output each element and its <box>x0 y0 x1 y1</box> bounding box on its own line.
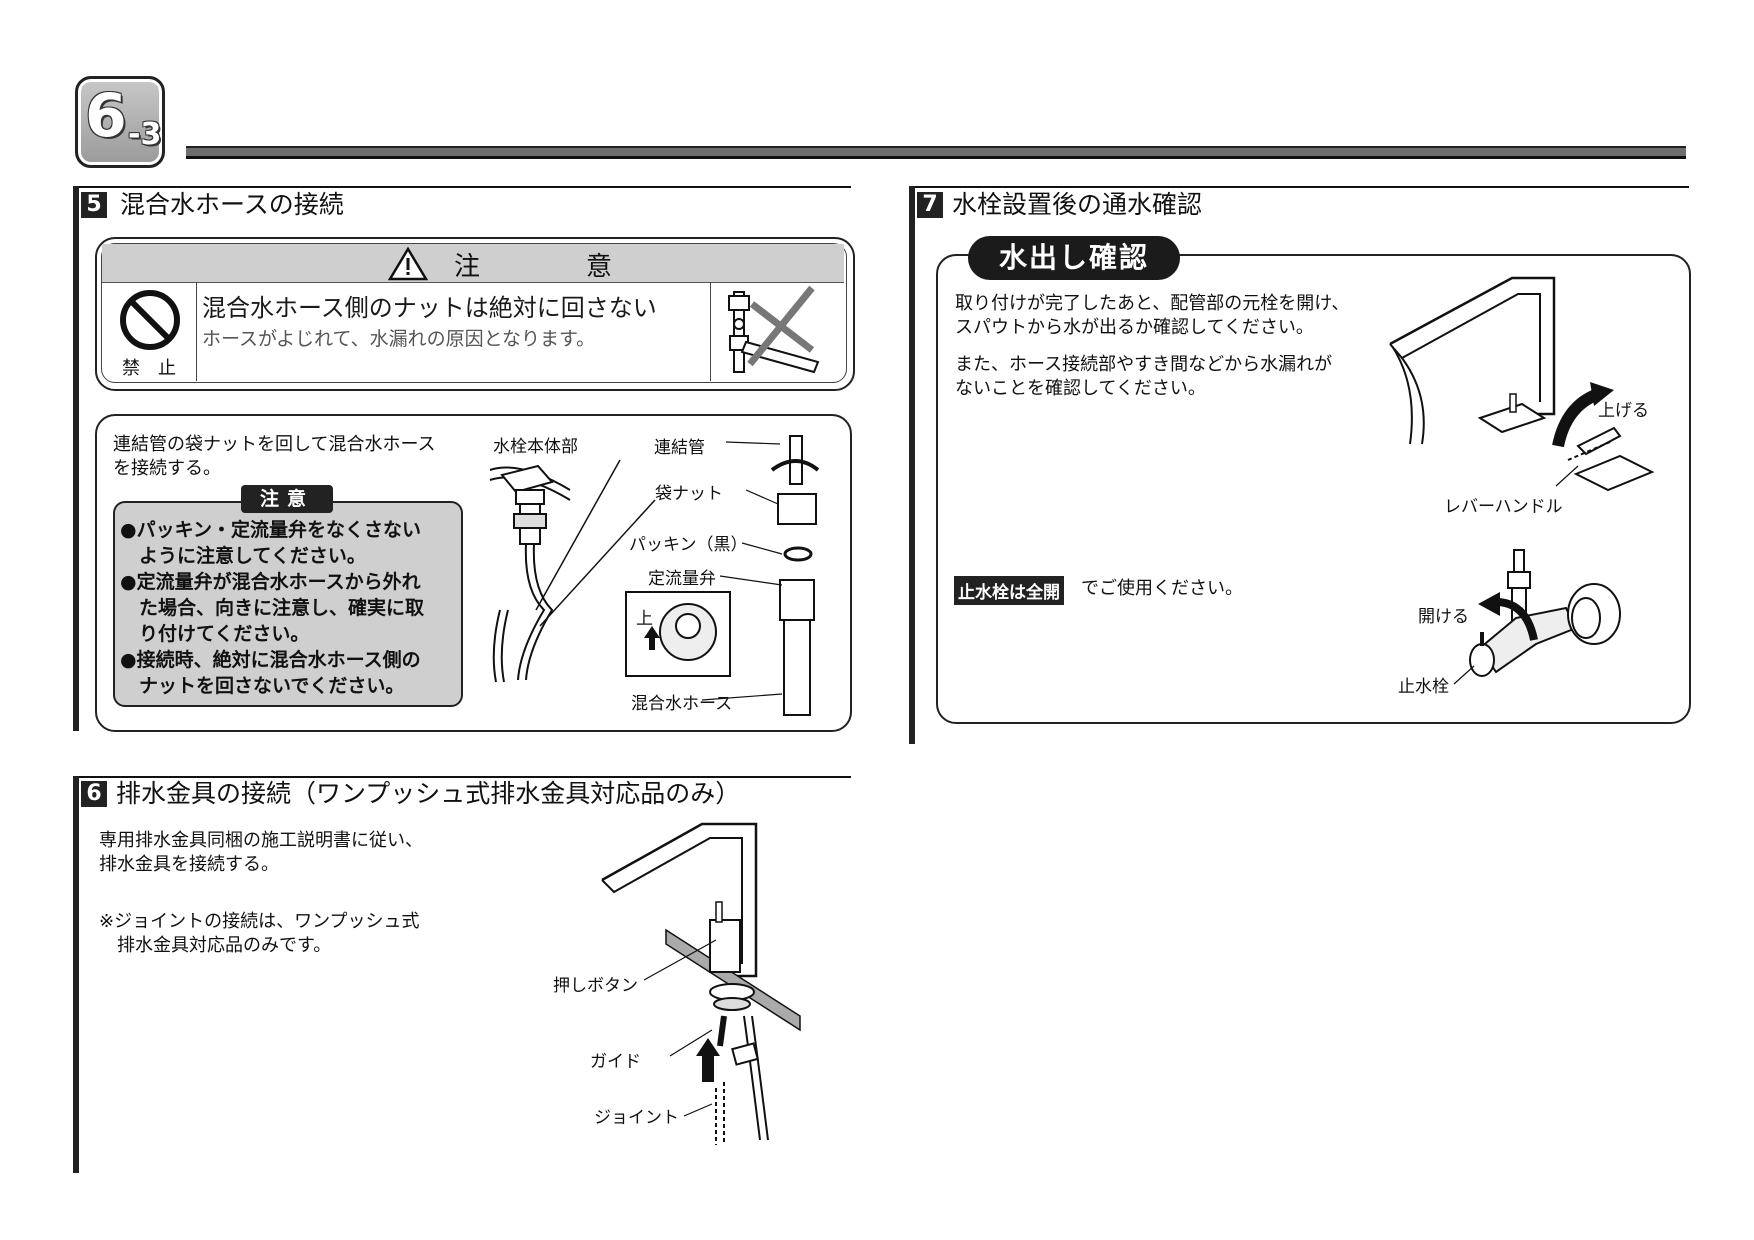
section7-text2-line1: また、ホース接続部やすき間などから水漏れが <box>955 354 1333 375</box>
caution-divider-left <box>196 282 197 381</box>
note-3-line-2: ナットを回さないでください。 <box>120 675 405 697</box>
caution-main-text: 混合水ホース側のナットは絶対に回さない <box>202 294 657 322</box>
note-1-line-2: ように注意してください。 <box>120 545 366 567</box>
note-1-line-1: ●パッキン・定流量弁をなくさない <box>120 519 422 541</box>
page-subnumber: -3 <box>128 117 162 152</box>
page-number: 6 <box>85 81 127 151</box>
section5-title: 混合水ホースの接続 <box>120 190 344 219</box>
note-box <box>113 501 463 707</box>
label-push-button: 押しボタン <box>553 976 638 996</box>
prohibit-label: 禁 止 <box>122 358 176 379</box>
wrench-prohibited-illustration <box>728 285 820 374</box>
label-faucet-body: 水栓本体部 <box>493 437 578 457</box>
label-packing: パッキン（黒） <box>629 535 748 555</box>
prohibited-icon <box>120 290 180 350</box>
caution-sub-text: ホースがよじれて、水漏れの原因となります。 <box>202 328 596 350</box>
stop-valve-text: でご使用ください。 <box>1081 578 1243 599</box>
label-guide: ガイド <box>590 1052 641 1072</box>
section5-rule <box>75 186 851 190</box>
label-lever-handle: レバーハンドル <box>1444 497 1563 517</box>
section5-number: 5 <box>81 192 107 218</box>
section7-text1-line2: スパウトから水が出るか確認してください。 <box>955 317 1314 338</box>
hose-connection-illustration <box>489 435 820 716</box>
section6-note-1: ※ジョイントの接続は、ワンプッシュ式 <box>99 911 420 932</box>
drain-fitting-illustration <box>601 822 801 1145</box>
label-open: 開ける <box>1418 607 1469 627</box>
label-stop-valve: 止水栓 <box>1398 677 1449 697</box>
lever-faucet-illustration <box>1389 276 1655 492</box>
caution-divider-right <box>710 282 711 381</box>
label-connecting-pipe: 連結管 <box>654 438 705 458</box>
label-joint: ジョイント <box>594 1108 679 1128</box>
note-3-line-1: ●接続時、絶対に混合水ホース側の <box>120 649 421 671</box>
section6-title: 排水金具の接続（ワンプッシュ式排水金具対応品のみ） <box>116 779 741 808</box>
note-2-line-3: り付けてください。 <box>120 623 310 645</box>
section6-number: 6 <box>81 781 107 807</box>
section7-sidebar <box>909 186 915 744</box>
section7-rule <box>911 186 1689 190</box>
section6-note-2: 排水金具対応品のみです。 <box>99 935 332 956</box>
label-cap-nut: 袋ナット <box>655 484 723 504</box>
note-2-line-2: た場合、向きに注意し、確実に取 <box>120 597 425 619</box>
note-title: 注意 <box>241 485 333 513</box>
section7-title: 水栓設置後の通水確認 <box>952 190 1203 219</box>
stop-valve-illustration <box>1453 549 1621 685</box>
note-2-line-1: ●定流量弁が混合水ホースから外れ <box>120 571 421 593</box>
caution-box <box>95 237 855 391</box>
stop-valve-open-tag: 止水栓は全開 <box>954 576 1064 605</box>
caution-header-text: 注 意 <box>454 252 653 282</box>
caution-box-inner <box>101 243 847 383</box>
label-up: 上 <box>636 609 653 629</box>
instruction-line-2: を接続する。 <box>113 458 221 479</box>
connection-panel <box>95 414 852 732</box>
section5-sidebar <box>73 186 79 731</box>
page-number-badge: 6 -3 <box>75 76 165 168</box>
section6-rule <box>75 776 851 780</box>
section6-text-2: 排水金具を接続する。 <box>99 854 279 875</box>
label-hose: 混合水ホース <box>631 694 733 714</box>
section6-sidebar <box>73 776 79 1173</box>
water-check-pill: 水出し確認 <box>968 236 1180 280</box>
section7-number: 7 <box>917 192 943 218</box>
section7-text1-line1: 取り付けが完了したあと、配管部の元栓を開け、 <box>955 293 1350 314</box>
instruction-line-1: 連結管の袋ナットを回して混合水ホース <box>113 434 436 455</box>
header-rule <box>186 146 1686 159</box>
warning-triangle-icon <box>387 246 429 281</box>
label-flow-valve: 定流量弁 <box>648 569 716 589</box>
caution-header <box>102 244 844 283</box>
section7-text2-line2: ないことを確認してください。 <box>955 378 1206 399</box>
label-raise: 上げる <box>1598 401 1649 421</box>
section6-text-1: 専用排水金具同梱の施工説明書に従い、 <box>99 830 423 851</box>
water-check-panel <box>936 254 1691 724</box>
